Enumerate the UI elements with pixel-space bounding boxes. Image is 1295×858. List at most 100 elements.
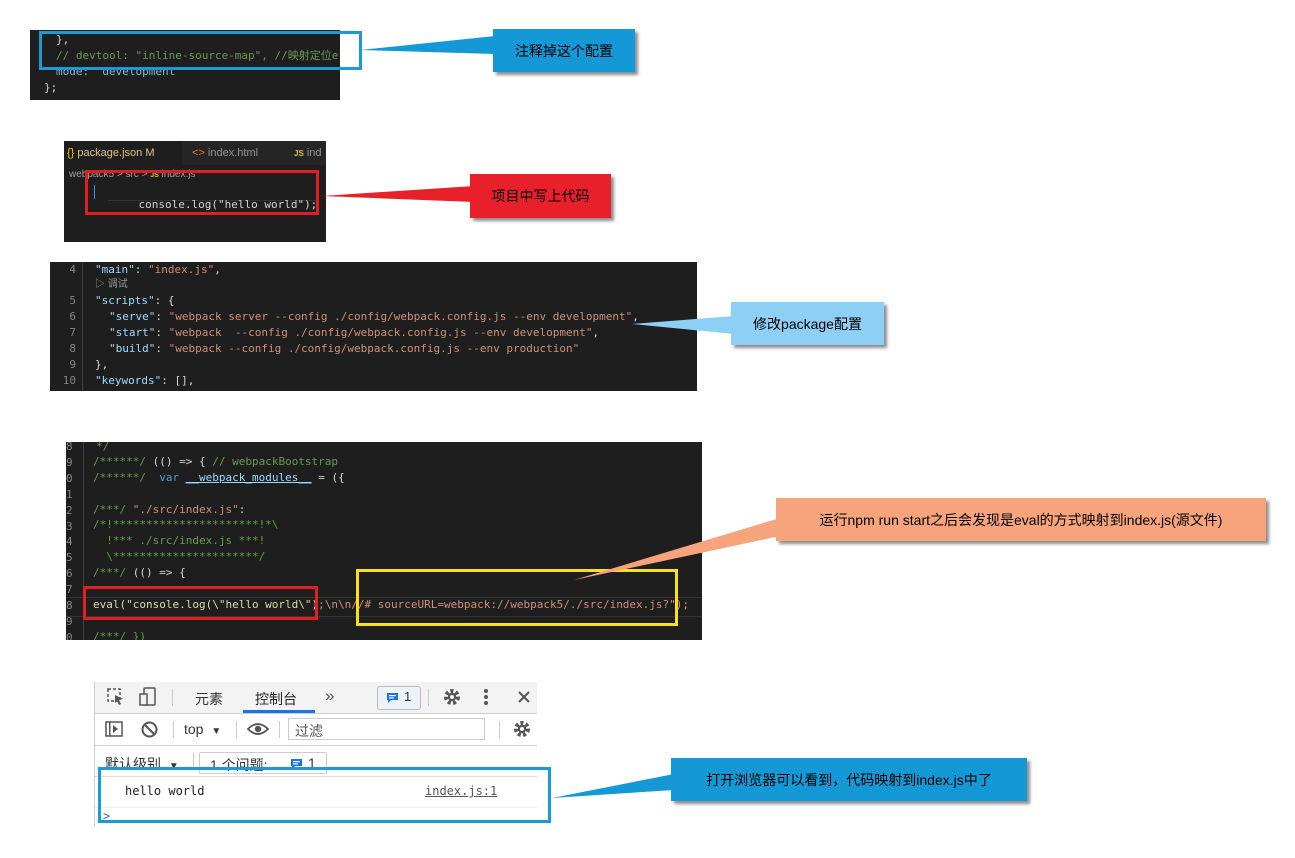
highlight-frame-devtool	[39, 31, 362, 70]
callout-pointer	[632, 316, 734, 334]
gear-icon[interactable]	[443, 688, 461, 706]
clear-console-icon[interactable]	[141, 721, 158, 738]
json-key: "scripts"	[95, 294, 155, 307]
inspect-element-icon[interactable]	[107, 688, 125, 706]
callout-pointer	[360, 36, 495, 54]
code-text: console.log("hello world");	[138, 198, 318, 211]
console-toolbar: top ▼ 过滤	[95, 714, 537, 746]
json-punct: : [],	[161, 374, 195, 387]
editor-index-js: {} package.json M <> index.html JS ind w…	[64, 141, 326, 242]
tab-console[interactable]: 控制台	[255, 691, 297, 707]
code-line-serve: "serve": "webpack server --config ./conf…	[109, 310, 639, 323]
console-settings-icon[interactable]	[513, 720, 531, 738]
indent-guide	[82, 262, 83, 391]
line-number: 3	[66, 519, 73, 533]
code-line-module-key: /***/ "./src/index.js":	[93, 502, 245, 518]
eye-icon[interactable]	[247, 722, 269, 736]
json-key: "build"	[109, 342, 156, 355]
code-line-iife: /***/ (() => {	[93, 565, 186, 581]
line-number: 8	[69, 342, 76, 355]
toolbar-separator	[172, 689, 173, 706]
comment: /***/	[93, 566, 133, 579]
source-url: # sourceURL=webpack://webpack5/./src/ind…	[364, 598, 690, 611]
chevron-down-icon: ▼	[211, 726, 222, 737]
package-json-scripts: 4 "main": "index.js", ▷ 调试 5 "scripts": …	[50, 262, 697, 391]
tab-index-html[interactable]: <> index.html	[192, 141, 292, 165]
line-number: 4	[69, 263, 76, 276]
tab-package-json[interactable]: {} package.json M	[64, 141, 182, 165]
breadcrumb-file[interactable]: index.js	[161, 169, 196, 180]
devtools-main-toolbar: 元素 控制台 » 1	[95, 682, 537, 714]
line-number: 10	[62, 374, 76, 387]
filter-input[interactable]: 过滤	[288, 718, 485, 740]
toolbar-separator	[428, 689, 429, 706]
callout-pointer	[574, 518, 780, 580]
device-toolbar-icon[interactable]	[139, 687, 157, 707]
callout-text: 项目中写上代码	[491, 188, 590, 204]
line-number: 9	[66, 614, 73, 628]
comment: /******/	[93, 471, 160, 484]
code-line-close-brace: },	[95, 358, 109, 371]
code-line-bootstrap: /******/ (() => { // webpackBootstrap	[93, 454, 338, 470]
code-line-brace: },	[56, 33, 70, 46]
kebab-menu-icon[interactable]	[483, 688, 489, 706]
callout-text: 修改package配置	[753, 315, 862, 332]
code-line-keywords: "keywords": [],	[95, 373, 194, 389]
line-number: 8	[66, 599, 73, 612]
line-number: 9	[69, 358, 76, 371]
comment: // webpackBootstrap	[212, 455, 339, 468]
tab-elements[interactable]: 元素	[195, 691, 223, 707]
log-message: hello world	[125, 784, 205, 798]
toolbar-separator	[173, 721, 174, 738]
line-number: 9	[66, 455, 73, 469]
tab-label: index.html	[207, 147, 259, 159]
console-prompt[interactable]: >	[103, 809, 111, 823]
string: ;\n\n//	[318, 598, 365, 611]
line-number: 4	[66, 535, 73, 549]
json-punct: ,	[214, 263, 221, 276]
highlight-frame-console-log	[98, 767, 551, 823]
code-line-module-end: /***/ })	[93, 630, 146, 640]
line-number: 0	[66, 630, 73, 640]
breadcrumb-dir[interactable]: src	[125, 169, 139, 180]
breadcrumb-root[interactable]: webpack5	[69, 169, 115, 180]
code-line-devtool-comment: // devtool: "inline-source-map", //映射定位e…	[56, 49, 340, 62]
tab-label: package.json	[77, 147, 143, 159]
js-icon: JS	[150, 172, 159, 179]
callout-browser-mapping: 打开浏览器可以看到，代码映射到index.js中了	[671, 758, 1027, 801]
line-number: 0	[66, 471, 73, 485]
code-line-start: "start": "webpack --config ./config/webp…	[109, 326, 600, 339]
sidebar-toggle-icon[interactable]	[105, 721, 123, 737]
log-source-link[interactable]: index.js:1	[425, 784, 498, 798]
issues-badge-button[interactable]: 1	[377, 686, 421, 710]
breadcrumb-separator: >	[116, 169, 123, 180]
more-tabs-button[interactable]: »	[325, 686, 335, 705]
code-line-banner-top: /*!**********************!*\	[93, 518, 279, 531]
devtools-panel: 元素 控制台 » 1	[94, 682, 537, 827]
line-number: 2	[66, 503, 73, 517]
callout-modify-package: 修改package配置	[731, 302, 884, 345]
json-punct: : {	[154, 294, 175, 307]
callout-text: 打开浏览器可以看到，代码映射到index.js中了	[706, 771, 992, 788]
message-icon	[387, 693, 398, 703]
callout-pointer	[552, 774, 674, 798]
highlight-frame-sourceurl	[356, 569, 678, 626]
json-icon: {}	[67, 147, 75, 159]
issues-count: 1	[404, 689, 412, 704]
toolbar-separator	[499, 721, 500, 738]
json-key: "main"	[95, 263, 135, 276]
breadcrumb: webpack5 > src > JS index.js	[69, 169, 195, 180]
line-number: 6	[69, 310, 76, 323]
callout-write-code: 项目中写上代码	[470, 174, 611, 218]
context-select[interactable]: top ▼	[184, 721, 221, 737]
debug-codelens[interactable]: ▷ 调试	[95, 279, 128, 290]
json-key: "start"	[109, 326, 156, 339]
code-line-modules: /******/ var __webpack_modules__ = ({	[93, 470, 345, 486]
code-line-main: "main": "index.js",	[95, 263, 221, 276]
callout-text: 注释掉这个配置	[515, 42, 613, 59]
json-key: "keywords"	[95, 374, 162, 387]
chevron-down-icon: ▼	[168, 761, 179, 772]
close-icon[interactable]	[517, 690, 531, 704]
tab-index-js[interactable]: JS ind	[294, 141, 326, 165]
